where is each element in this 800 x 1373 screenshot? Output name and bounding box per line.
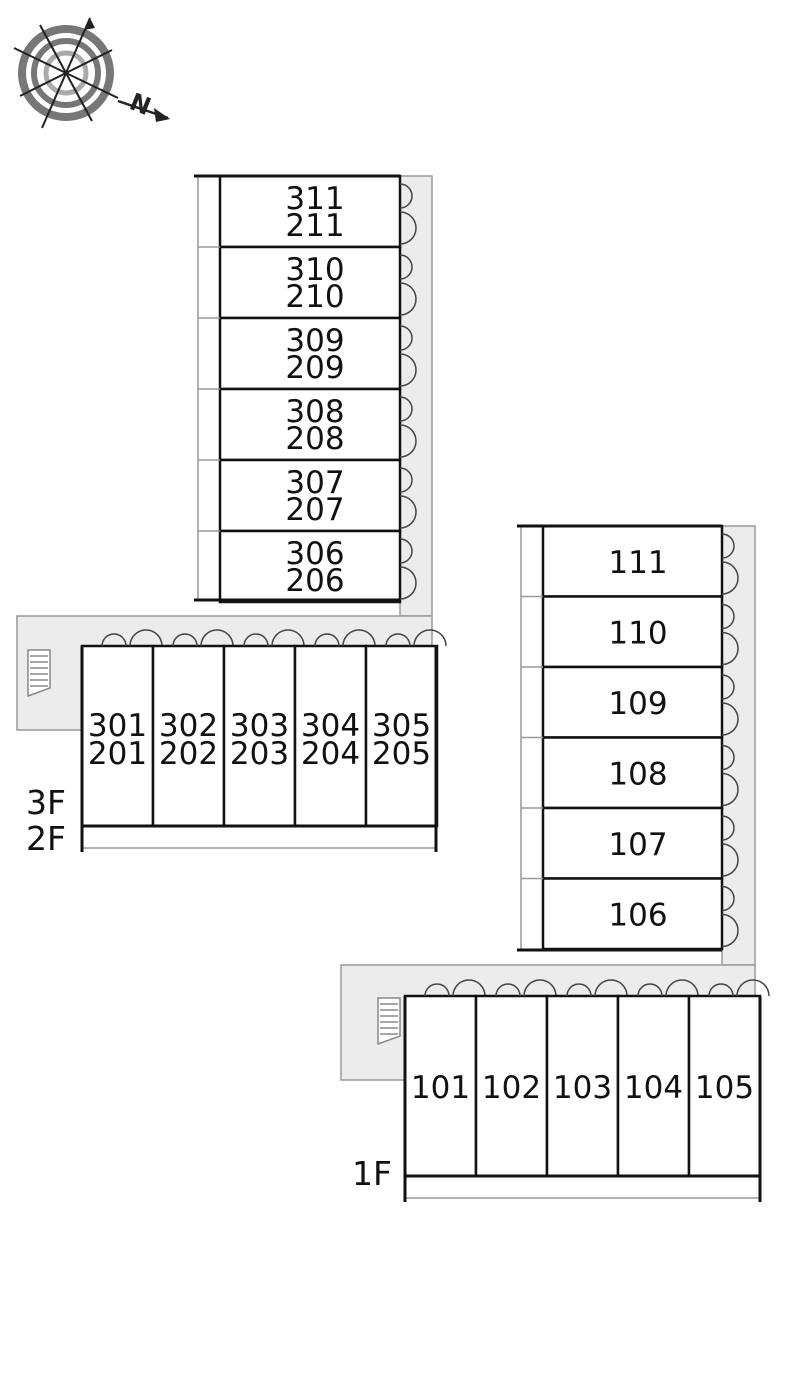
door-icon [399, 183, 417, 245]
stair-icon [27, 649, 51, 698]
unit-number: 103 [553, 1070, 612, 1106]
wing-corridor [721, 525, 756, 966]
unit-number: 107 [608, 827, 667, 863]
unit-number: 207 [285, 492, 344, 528]
unit-number: 105 [695, 1070, 754, 1106]
door-icon [637, 979, 699, 997]
unit-number: 311 [285, 181, 344, 217]
unit-number: 202 [159, 736, 218, 772]
door-icon [721, 815, 739, 877]
unit-number: 211 [285, 208, 344, 244]
door-icon [495, 979, 557, 997]
door-icon [721, 533, 739, 595]
door-icon [721, 603, 739, 666]
door-icon [721, 744, 739, 807]
unit-number: 309 [285, 323, 344, 359]
unit-number: 301 [88, 708, 147, 744]
unit: 109 [521, 665, 739, 739]
door-icon [721, 674, 739, 736]
unit: 110 [521, 595, 739, 669]
unit-number: 304 [301, 708, 360, 744]
unit-number: 201 [88, 736, 147, 772]
door-icon [424, 979, 486, 997]
unit: 111 [521, 524, 739, 598]
unit-number: 101 [411, 1070, 470, 1106]
door-icon [314, 629, 376, 647]
unit-number: 108 [608, 757, 667, 793]
unit-number: 206 [285, 563, 344, 599]
unit-number: 102 [482, 1070, 541, 1106]
unit-number: 210 [285, 279, 344, 315]
unit-number: 310 [285, 252, 344, 288]
unit-number: 205 [372, 736, 431, 772]
door-icon [399, 396, 417, 458]
unit-number: 308 [285, 394, 344, 430]
unit-number: 303 [230, 708, 289, 744]
unit: 107 [521, 806, 739, 880]
unit: 103 [545, 979, 628, 1198]
unit-number: 109 [608, 686, 667, 722]
unit: 102 [474, 979, 557, 1198]
unit-number: 111 [608, 545, 667, 581]
door-icon [566, 979, 628, 997]
unit: 104 [616, 979, 699, 1198]
compass-rose-icon: N [13, 17, 170, 129]
unit-number: 106 [608, 898, 667, 934]
door-icon [101, 629, 163, 647]
unit-number: 203 [230, 736, 289, 772]
unit-number: 110 [608, 616, 667, 652]
unit-number: 307 [285, 465, 344, 501]
unit-number: 208 [285, 421, 344, 457]
floor-label-1f: 1F [352, 1154, 392, 1193]
unit: 108 [521, 736, 739, 810]
unit: 106 [521, 877, 739, 951]
door-icon [399, 467, 417, 529]
wing-corridor [399, 175, 433, 617]
balcony [197, 175, 221, 601]
door-icon [721, 885, 739, 948]
unit-number: 209 [285, 350, 344, 386]
unit-number: 306 [285, 536, 344, 572]
unit-number: 204 [301, 736, 360, 772]
unit-number: 302 [159, 708, 218, 744]
balcony [404, 1175, 761, 1199]
unit-number: 104 [624, 1070, 683, 1106]
door-icon [399, 254, 417, 316]
floor-label-2f: 2F [26, 819, 66, 858]
door-icon [243, 629, 305, 647]
north-label: N [126, 88, 155, 121]
unit: 101 [403, 979, 486, 1198]
stair-icon [377, 997, 401, 1046]
door-icon [399, 538, 417, 600]
unit-number: 305 [372, 708, 431, 744]
lower-building: 111 110 109 108 107 106 101 102 103 104 105 1F [340, 524, 770, 1202]
balcony [81, 825, 437, 849]
door-icon [708, 979, 770, 997]
door-icon [172, 629, 234, 647]
floor-label-3f: 3F [26, 783, 66, 822]
door-icon [399, 325, 417, 387]
unit: 105 [687, 979, 770, 1198]
door-icon [385, 629, 447, 647]
